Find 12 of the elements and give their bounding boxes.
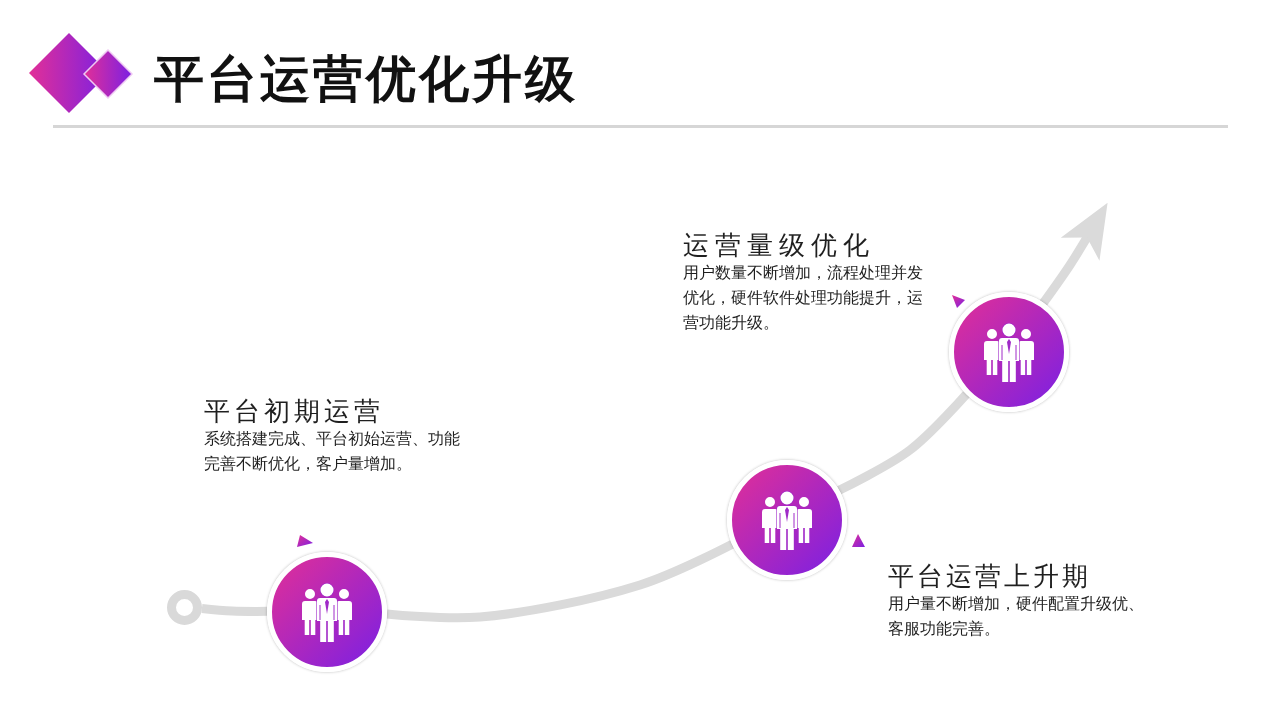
connector-line: [201, 604, 267, 616]
milestone-description: 系统搭建完成、平台初始运营、功能完善不断优化，客户量增加。: [204, 428, 461, 475]
milestone-heading: 运营量级优化: [683, 230, 875, 260]
milestone-heading: 平台运营上升期: [888, 561, 1091, 591]
arrow: [1039, 202, 1108, 306]
milestone-description: 用户量不断增加，硬件配置升级优、客服功能完善。: [888, 593, 1145, 640]
start-ring: [167, 589, 202, 625]
connector-line: [837, 391, 970, 495]
milestone-description: 用户数量不断增加，流程处理并发优化，硬件软件处理功能提升，运营功能升级。: [683, 262, 924, 334]
milestone-heading: 平台初期运营: [204, 396, 384, 426]
connector-line: [386, 540, 735, 623]
page-title: 平台运营优化升级: [154, 52, 578, 106]
